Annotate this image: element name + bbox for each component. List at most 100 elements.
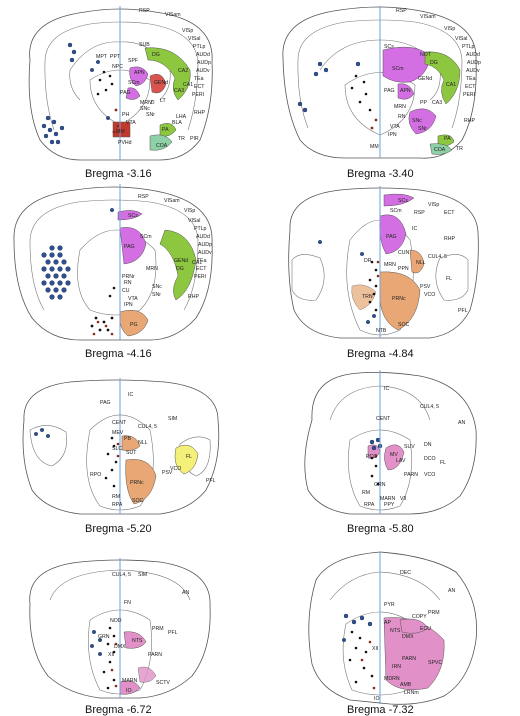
- region-label: IC: [384, 386, 389, 392]
- recording-site-dot: [41, 252, 47, 258]
- panel-bregma-6-72: CUL4, 5 SIM AN FN NOD PRM PFL GRN NTS DM…: [29, 558, 211, 716]
- region-label: AN: [448, 588, 455, 594]
- region-label: SNc: [140, 106, 150, 112]
- recording-site-dot: [112, 484, 116, 488]
- recording-site-dot: [98, 78, 102, 82]
- region-label: RSP: [396, 8, 407, 14]
- region-labels-panel-2: RSP VISam VISp VISal PTLp AUDd AUDp AUDv…: [370, 8, 481, 153]
- brainstem-outline: [348, 429, 412, 511]
- region-labels-panel-8: DEC AN PYR COPY PRM ECU AP NTS DMX XII P…: [372, 570, 455, 702]
- region-label: SCm: [128, 80, 140, 86]
- region-label: PIR: [190, 136, 199, 142]
- region-label: PARN: [402, 656, 416, 662]
- recording-site-dot: [114, 684, 118, 688]
- region-labels-panel-5: IC PAG SIM CENT CUL4, 5 MEV PB NLL FL SL…: [90, 392, 216, 508]
- recording-site-dot: [372, 314, 377, 319]
- region-ntb-pink: [123, 631, 147, 649]
- region-label: NLL: [138, 440, 148, 446]
- recording-site-dot: [104, 476, 108, 480]
- region-label: COPY: [412, 614, 427, 620]
- recording-site-dot: [55, 139, 61, 145]
- brain-outline: [288, 187, 479, 339]
- region-label: TEa: [197, 258, 207, 264]
- recording-site-dot: [106, 686, 110, 690]
- region-label: VISam: [165, 12, 181, 18]
- region-label: DMX: [402, 634, 414, 640]
- recording-site-dot: [360, 658, 364, 662]
- region-apn-magenta: [129, 66, 149, 87]
- recording-site-dot: [106, 642, 110, 646]
- dots-panel-2: [297, 61, 378, 130]
- recording-site-dot: [97, 652, 102, 657]
- region-label: RM: [362, 490, 370, 496]
- recording-site-dot: [374, 118, 378, 122]
- region-label: CA3: [174, 88, 184, 94]
- region-label: VISam: [420, 14, 436, 20]
- recording-site-dot: [370, 260, 374, 264]
- region-label: DG: [176, 266, 184, 272]
- region-label: PFL: [168, 630, 178, 636]
- region-label: VISp: [444, 26, 455, 32]
- dots-panel-1: [41, 42, 120, 145]
- recording-site-dot: [354, 680, 358, 684]
- recording-site-dot: [376, 482, 380, 486]
- dots-panel-3: [41, 207, 116, 336]
- recording-site-dot: [116, 442, 120, 446]
- cortex-inner-line: [44, 21, 199, 131]
- recording-site-dot: [368, 300, 372, 304]
- region-label: MV: [390, 452, 398, 458]
- region-label: LHA: [176, 114, 187, 120]
- region-label: AUDv: [466, 68, 480, 74]
- recording-site-dot: [45, 287, 51, 293]
- region-fl-yellow: [174, 444, 199, 475]
- region-labels-panel-3: RSP VISam VISp VISal PTLp AUDd AUDp AUDv…: [122, 194, 212, 328]
- region-label: DEC: [400, 570, 411, 576]
- region-label: SOC: [132, 498, 143, 504]
- recording-site-dot: [57, 252, 63, 258]
- region-label: SNr: [152, 292, 161, 298]
- region-label: VISal: [455, 36, 467, 42]
- recording-site-dot: [108, 626, 112, 630]
- region-label: PCG: [366, 454, 377, 460]
- recording-site-dot: [105, 115, 110, 120]
- cortex-inner-line: [29, 199, 199, 311]
- recording-site-dot: [97, 638, 102, 643]
- region-label: NLL: [416, 260, 426, 266]
- region-label: PP: [420, 100, 427, 106]
- recording-site-dot: [370, 126, 374, 130]
- recording-site-dot: [57, 245, 63, 251]
- recording-site-dot: [116, 454, 120, 458]
- recording-site-dot: [116, 124, 120, 128]
- recording-site-dot: [41, 266, 47, 272]
- region-label: PERI: [463, 92, 475, 98]
- region-pb-orange: [121, 435, 141, 451]
- recording-site-dot: [370, 674, 374, 678]
- panel-caption: Bregma -4.16: [85, 348, 152, 360]
- region-label: TR: [178, 136, 185, 142]
- region-label: PPT: [110, 54, 121, 60]
- region-label: VCO: [424, 472, 435, 478]
- region-label: PAG: [120, 90, 131, 96]
- region-label: AUDp: [198, 242, 212, 248]
- region-label: SNc: [152, 284, 162, 290]
- recording-site-dot: [108, 660, 112, 664]
- region-label: VCO: [424, 292, 435, 298]
- region-label: DR: [364, 258, 372, 264]
- region-dg-ca-green: [144, 47, 191, 101]
- region-label: SOC: [398, 322, 409, 328]
- region-label: SUT: [126, 450, 137, 456]
- region-label: SPVC: [428, 660, 442, 666]
- dots-panel-7: [89, 626, 118, 690]
- panel-bregma-5-80: IC CENT CUL4, 5 AN DN MV SUV LAV DCO FL …: [304, 370, 477, 535]
- region-label: IO: [374, 696, 379, 702]
- region-label: SCs: [384, 44, 394, 50]
- region-label: RN: [398, 114, 406, 120]
- region-snr-magenta: [408, 108, 437, 135]
- region-ntb-pink: [399, 618, 429, 634]
- region-label: SCs: [128, 213, 138, 219]
- region-label: PA: [444, 136, 451, 142]
- recording-site-dot: [374, 454, 378, 458]
- recording-site-dot: [49, 139, 55, 145]
- region-label: AUDd: [466, 52, 480, 58]
